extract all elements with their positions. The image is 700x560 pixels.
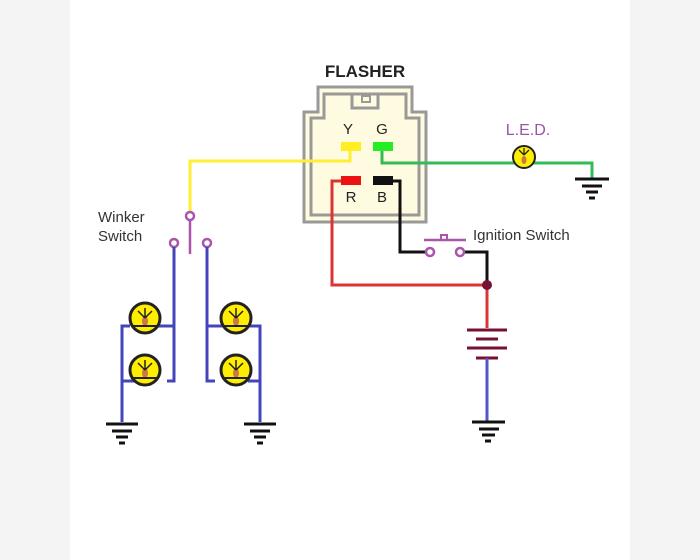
winker-switch-label-line1: Winker	[98, 209, 145, 226]
ground-icon	[472, 420, 505, 443]
red-wire	[330, 179, 489, 328]
ground-icon	[244, 422, 276, 445]
terminal-b-label: B	[377, 189, 387, 206]
winker-switch-label-line2: Switch	[98, 228, 142, 245]
terminal-y-label: Y	[343, 121, 353, 138]
junction-node	[482, 280, 492, 290]
terminal-r	[341, 176, 361, 185]
flasher-unit	[302, 85, 428, 224]
terminal-r-label: R	[346, 189, 357, 206]
front-left-lamp-icon	[128, 301, 162, 335]
ground-icon	[575, 177, 609, 200]
terminal-g-label: G	[376, 121, 388, 138]
black-wire	[390, 179, 429, 254]
ignition-switch-label: Ignition Switch	[473, 227, 570, 244]
green-wire	[380, 150, 594, 178]
rear-left-lamp-icon	[128, 353, 162, 387]
battery-icon	[467, 328, 507, 360]
front-right-lamp-icon	[219, 301, 253, 335]
terminal-y	[341, 142, 361, 151]
blue-wires-left	[120, 247, 176, 422]
winker-switch[interactable]	[168, 210, 213, 254]
rear-right-lamp-icon	[219, 353, 253, 387]
blue-wires-right	[205, 247, 262, 422]
yellow-wire	[188, 150, 352, 212]
led-lamp-icon	[512, 145, 536, 169]
flasher-title: FLASHER	[325, 62, 405, 81]
ignition-switch[interactable]	[424, 234, 466, 258]
ground-icon	[106, 422, 138, 445]
black-wire-2	[460, 250, 489, 285]
terminal-g	[373, 142, 393, 151]
terminal-b	[373, 176, 393, 185]
led-label: L.E.D.	[506, 122, 550, 139]
